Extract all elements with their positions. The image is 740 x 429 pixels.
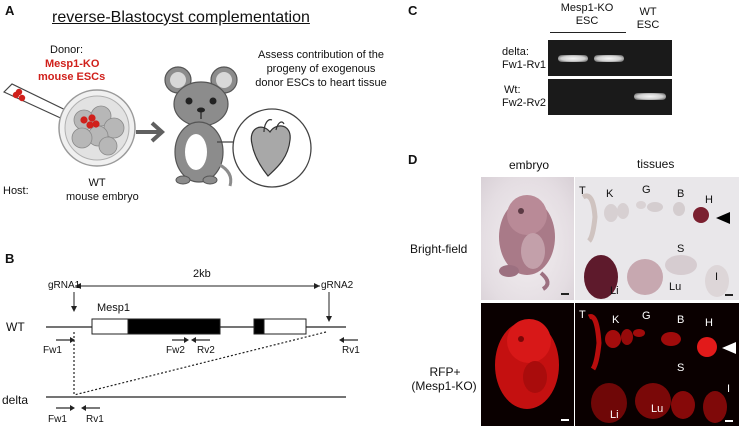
tissue-label-i-bf: I <box>715 271 719 283</box>
chimeric-mouse <box>164 66 242 187</box>
scale-bar <box>561 419 569 421</box>
scale-bar <box>561 293 569 295</box>
photo-tissues-brightfield: T K G B H S Li Lu I <box>575 177 739 300</box>
panel-label-d: D <box>408 152 418 167</box>
delta-row-line1: delta: <box>502 46 529 58</box>
scale-bar <box>725 420 733 422</box>
gene-diagram <box>46 283 358 411</box>
donor-cells-line1: Mesp1-KO <box>45 58 100 70</box>
primer-rv1-delta: Rv1 <box>86 414 104 425</box>
delta-allele-label: delta <box>2 393 29 407</box>
primer-fw1-delta: Fw1 <box>48 414 67 425</box>
gel-band-delta-lane1 <box>558 55 588 62</box>
injection-illustration <box>2 83 165 167</box>
tissue-label-t-bf: T <box>579 185 586 197</box>
tissue-label-lu-bf: Lu <box>669 281 682 293</box>
row-rfp-line2: (Mesp1-KO) <box>411 379 477 393</box>
tissue-label-k-rfp: K <box>612 314 620 326</box>
mesp1-header-rule <box>550 32 626 33</box>
wt-header-line1: WT <box>639 6 657 18</box>
tissue-label-b-bf: B <box>677 188 685 200</box>
mesp1-header-line2: ESC <box>575 15 599 27</box>
primer-fw2: Fw2 <box>166 345 185 356</box>
assess-line3: donor ESCs to heart tissue <box>255 77 387 89</box>
tissue-label-t-rfp: T <box>579 309 586 321</box>
tissue-label-b-rfp: B <box>677 314 685 326</box>
photo-embryo-rfp <box>481 303 574 426</box>
distance-label: 2kb <box>193 268 211 280</box>
scale-bar <box>725 294 733 296</box>
delta-row-line2: Fw1-Rv1 <box>502 59 547 71</box>
panel-a-title: reverse-Blastocyst complementation <box>52 9 310 26</box>
gel-wt <box>548 79 672 115</box>
heart-pointer-arrow-rfp <box>722 342 736 354</box>
primer-fw1-wt: Fw1 <box>43 345 62 356</box>
gene-label: Mesp1 <box>97 302 131 314</box>
tissue-label-s-bf: S <box>677 243 685 255</box>
tissue-label-s-rfp: S <box>677 362 685 374</box>
row-brightfield: Bright-field <box>410 242 468 256</box>
col-tissues: tissues <box>637 157 675 171</box>
tissue-label-g-rfp: G <box>642 310 651 322</box>
exon2-utr <box>263 318 307 335</box>
panel-label-c: C <box>408 3 418 18</box>
donor-cells-line2: mouse ESCs <box>38 71 106 83</box>
gel-band-wt-lane3 <box>634 93 666 100</box>
assess-line2: progeny of exogenous <box>266 63 376 75</box>
tissue-label-k-bf: K <box>606 188 614 200</box>
gel-delta <box>548 40 672 76</box>
host-label: Host: <box>3 185 29 197</box>
primer-rv2: Rv2 <box>197 345 215 356</box>
photo-tissues-rfp: T K G B H S Li Lu I <box>575 303 739 426</box>
donor-label: Donor: <box>50 44 84 56</box>
tissue-label-lu-rfp: Lu <box>651 403 664 415</box>
heart-icon <box>250 125 291 177</box>
wt-header-line2: ESC <box>636 19 660 31</box>
heart-bubble <box>232 108 312 188</box>
tissue-label-g-bf: G <box>642 184 651 196</box>
exon2-cds <box>253 318 265 335</box>
row-rfp-line1: RFP+ <box>429 365 461 379</box>
panel-label-a: A <box>5 3 15 18</box>
wt-row-line2: Fw2-Rv2 <box>502 97 547 109</box>
wt-allele-label: WT <box>6 320 25 334</box>
tissue-label-h-bf: H <box>705 194 713 206</box>
process-arrow <box>136 121 165 143</box>
tissue-label-li-bf: Li <box>610 285 619 297</box>
gel-band-delta-lane2 <box>594 55 624 62</box>
photo-embryo-brightfield <box>481 177 574 300</box>
tissue-label-li-rfp: Li <box>610 409 619 421</box>
wt-row-line1: Wt: <box>504 84 521 96</box>
tissue-label-h-rfp: H <box>705 317 713 329</box>
exon1-cds <box>127 318 221 335</box>
tissue-label-i-rfp: I <box>727 383 731 395</box>
grna1-label: gRNA1 <box>48 280 81 291</box>
mesp1-header-line1: Mesp1-KO <box>560 2 614 14</box>
primer-rv1-wt: Rv1 <box>342 345 360 356</box>
col-embryo: embryo <box>509 158 550 172</box>
assess-line1: Assess contribution of the <box>258 49 384 61</box>
grna2-label: gRNA2 <box>321 280 354 291</box>
heart-pointer-arrow-bf <box>716 212 730 224</box>
host-line2: mouse embryo <box>66 191 139 203</box>
host-embryo <box>58 89 136 167</box>
exon1-utr <box>91 318 129 335</box>
host-line1: WT <box>88 177 106 189</box>
panel-label-b: B <box>5 251 15 266</box>
